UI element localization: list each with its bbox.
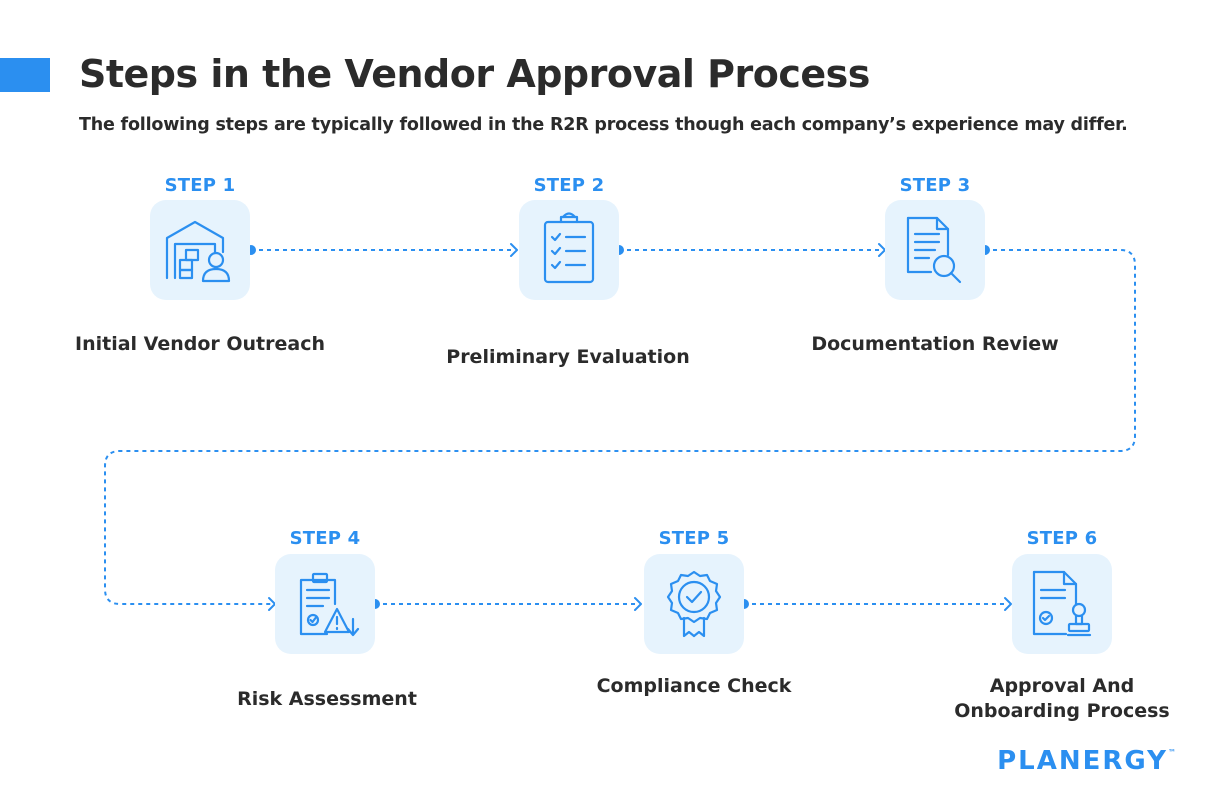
arrow-head — [510, 243, 518, 257]
step-4-name: Risk Assessment — [237, 688, 417, 710]
document-search-icon — [906, 216, 962, 284]
step-3-icon-box — [885, 200, 985, 300]
step-5-name: Compliance Check — [596, 675, 792, 697]
step-5-icon-box — [644, 554, 744, 654]
clipboard-warning-icon — [299, 572, 360, 637]
step-3-name: Documentation Review — [811, 333, 1059, 355]
step-1-icon-box — [150, 200, 250, 300]
page-subtitle: The following steps are typically follow… — [79, 115, 1128, 135]
step-6-icon-box — [1012, 554, 1112, 654]
step-2-label: STEP 2 — [533, 175, 605, 196]
step-2-icon-box — [519, 200, 619, 300]
page-title: Steps in the Vendor Approval Process — [79, 52, 870, 96]
brand-name: PLANERGY — [997, 746, 1168, 776]
step-1-name: Initial Vendor Outreach — [75, 333, 325, 355]
step-6-name: Approval And Onboarding Process — [954, 675, 1170, 722]
accent-bar — [0, 58, 50, 92]
step-4-label: STEP 4 — [289, 528, 361, 549]
step-6-label: STEP 6 — [1026, 528, 1098, 549]
clipboard-checklist-icon — [543, 212, 595, 284]
document-stamp-icon — [1032, 570, 1092, 637]
connector-3-4 — [104, 249, 1136, 605]
brand-trademark: ™ — [1168, 748, 1176, 757]
arrow-head — [1004, 597, 1012, 611]
step-5-label: STEP 5 — [658, 528, 730, 549]
arrow-head — [634, 597, 642, 611]
step-3-label: STEP 3 — [899, 175, 971, 196]
badge-check-icon — [666, 570, 722, 638]
brand-logo: PLANERGY™ — [997, 746, 1176, 776]
step-1-label: STEP 1 — [164, 175, 236, 196]
step-4-icon-box — [275, 554, 375, 654]
step-2-name: Preliminary Evaluation — [446, 346, 690, 368]
warehouse-vendor-icon — [165, 220, 231, 283]
